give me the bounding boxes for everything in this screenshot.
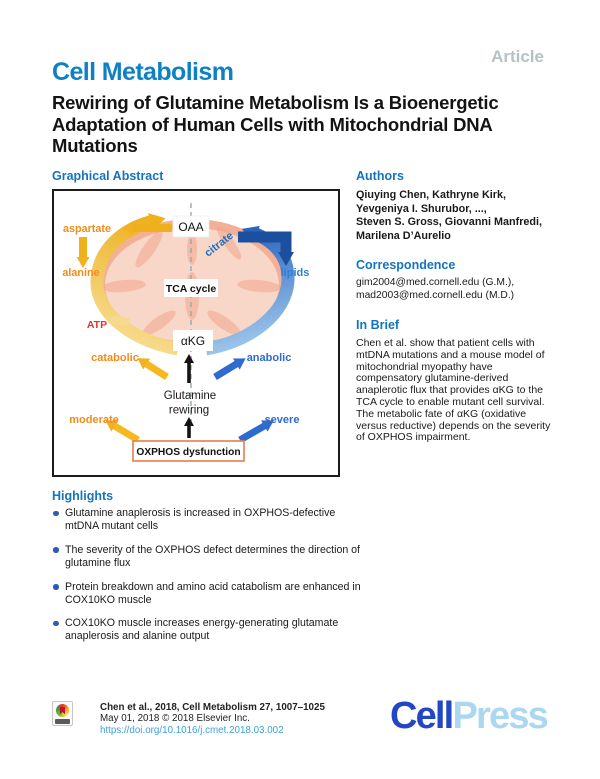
correspondence-heading: Correspondence	[356, 258, 456, 272]
crossmark-text-bar	[55, 719, 70, 724]
citrate-to-lipids-arrow	[238, 231, 294, 266]
oaa-box	[172, 215, 210, 238]
paper-title-line: Rewiring of Glutamine Metabolism Is a Bi…	[52, 92, 499, 113]
author-line: Marilena D’Aurelio	[356, 229, 451, 242]
rewiring-label: rewiring	[169, 405, 209, 417]
author-line: Qiuying Chen, Kathryne Kirk,	[356, 189, 506, 201]
moderate-arrow	[105, 420, 140, 444]
authors-names: Qiuying Chen, Kathryne Kirk, Yevgeniya I…	[356, 189, 552, 243]
lipids-label: lipids	[281, 267, 310, 279]
akg-label: αKG	[181, 334, 205, 348]
tca-box	[164, 279, 218, 297]
citation-block: Chen et al., 2018, Cell Metabolism 27, 1…	[100, 702, 325, 736]
highlight-text: Protein breakdown and amino acid catabol…	[65, 580, 361, 606]
glutamine-label: Glutamine	[164, 390, 216, 402]
info-column: Authors Qiuying Chen, Kathryne Kirk, Yev…	[356, 169, 552, 444]
oxphos-label: OXPHOS dysfunction	[136, 447, 240, 458]
article-type-label: Article	[491, 47, 544, 66]
highlight-item: The severity of the OXPHOS defect determ…	[52, 544, 366, 570]
graphical-abstract-diagram: aspartate alanine OAA citrate lipids TCA…	[62, 203, 310, 462]
author-line: Yevgeniya I. Shurubor, ...,	[356, 202, 487, 215]
crossmark-badge[interactable]	[52, 701, 73, 726]
author-line: Steven S. Gross, Giovanni Manfredi,	[356, 216, 542, 228]
highlights-list: Glutamine anaplerosis is increased in OX…	[52, 507, 366, 654]
highlight-text: The severity of the OXPHOS defect determ…	[65, 543, 361, 569]
paper-title-line: Adaptation of Human Cells with Mitochond…	[52, 113, 493, 135]
correspondence-emails: gim2004@med.cornell.edu (G.M.), mad2003@…	[356, 277, 552, 302]
oxphos-box	[132, 440, 245, 462]
correspondence-email[interactable]: gim2004@med.cornell.edu (G.M.),	[356, 277, 515, 288]
anabolic-arrow	[213, 358, 246, 380]
cellpress-logo: CellPress	[389, 695, 549, 738]
catabolic-arrow	[137, 358, 169, 380]
catabolic-label: catabolic	[91, 352, 139, 364]
graphical-abstract-heading: Graphical Abstract	[52, 169, 164, 183]
moderate-label: moderate	[69, 414, 119, 426]
highlights-heading: Highlights	[52, 489, 114, 503]
in-brief-heading: In Brief	[356, 318, 400, 332]
copyright-line: May 01, 2018 © 2018 Elsevier Inc.	[100, 713, 250, 725]
highlight-text: Glutamine anaplerosis is increased in OX…	[65, 507, 336, 532]
alanine-label: alanine	[62, 267, 99, 279]
paper-title: Rewiring of Glutamine Metabolism Is a Bi…	[52, 92, 558, 157]
crossmark-bookmark-icon	[60, 706, 65, 715]
atp-branch-arrow	[108, 314, 130, 327]
authors-heading: Authors	[356, 169, 404, 183]
in-brief-text: Chen et al. show that patient cells with…	[356, 337, 551, 444]
journal-title: Cell Metabolism	[52, 58, 234, 86]
bullet-icon	[53, 510, 59, 516]
tca-cycle-label: TCA cycle	[166, 283, 217, 295]
anabolic-label: anabolic	[247, 352, 292, 364]
paper-title-line: Mutations	[52, 135, 138, 156]
highlight-item: Protein breakdown and amino acid catabol…	[52, 581, 366, 607]
highlight-item: COX10KO muscle increases energy-generati…	[52, 617, 366, 643]
bullet-icon	[53, 620, 59, 627]
correspondence-email[interactable]: mad2003@med.cornell.edu (M.D.)	[356, 289, 515, 301]
severe-arrow	[238, 420, 274, 444]
doi-link[interactable]: https://doi.org/10.1016/j.cmet.2018.03.0…	[100, 724, 284, 736]
atp-label: ATP	[87, 319, 107, 331]
cellpress-logo-cell: Cell	[389, 695, 454, 737]
crossmark-icon	[56, 704, 69, 717]
bullet-icon	[53, 547, 59, 553]
graphical-abstract-figure: aspartate alanine OAA citrate lipids TCA…	[52, 189, 340, 477]
akg-box	[173, 330, 213, 351]
highlight-text: COX10KO muscle increases energy-generati…	[65, 617, 339, 643]
oaa-label: OAA	[178, 220, 203, 234]
cellpress-logo-press: Press	[452, 695, 548, 737]
anabolic-flux-arrow	[204, 225, 295, 356]
aspartate-label: aspartate	[63, 223, 111, 235]
citation-line: Chen et al., 2018, Cell Metabolism 27, 1…	[100, 702, 325, 713]
severe-label: severe	[265, 414, 300, 426]
highlight-item: Glutamine anaplerosis is increased in OX…	[52, 507, 366, 533]
bullet-icon	[53, 584, 59, 590]
